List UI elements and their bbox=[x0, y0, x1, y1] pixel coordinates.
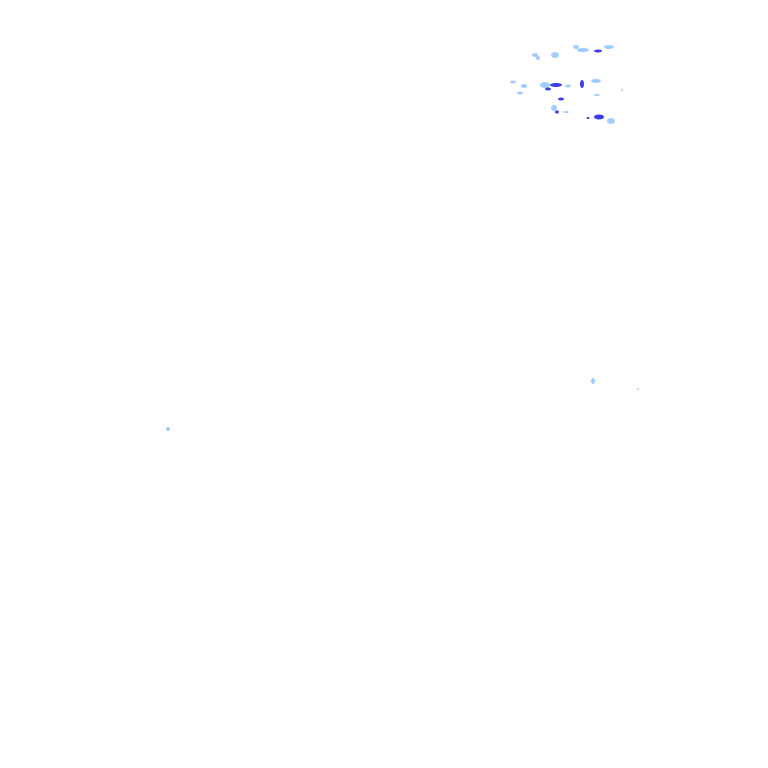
echo bbox=[594, 49, 602, 53]
echo bbox=[563, 111, 569, 113]
echo bbox=[517, 91, 523, 95]
echo bbox=[594, 114, 604, 120]
echo bbox=[551, 105, 557, 111]
echo bbox=[166, 427, 170, 431]
echo bbox=[555, 110, 559, 114]
echo bbox=[521, 84, 527, 88]
echo bbox=[532, 53, 538, 57]
echo bbox=[536, 56, 540, 60]
echo bbox=[586, 117, 590, 119]
echo bbox=[607, 118, 615, 124]
echo bbox=[591, 79, 601, 83]
echo bbox=[621, 89, 623, 91]
echo bbox=[550, 83, 562, 87]
echo bbox=[580, 80, 584, 88]
light-precipitation bbox=[166, 45, 639, 431]
echo bbox=[545, 87, 551, 91]
echo bbox=[573, 45, 579, 49]
echo bbox=[594, 94, 600, 96]
echo bbox=[558, 97, 564, 101]
echo bbox=[551, 52, 559, 58]
echo bbox=[540, 82, 550, 88]
echo bbox=[604, 45, 614, 49]
echo bbox=[510, 80, 516, 84]
heavy-precipitation bbox=[545, 49, 604, 120]
echo bbox=[577, 48, 589, 52]
echo bbox=[591, 378, 595, 384]
echo bbox=[565, 84, 571, 88]
echo bbox=[637, 388, 639, 390]
